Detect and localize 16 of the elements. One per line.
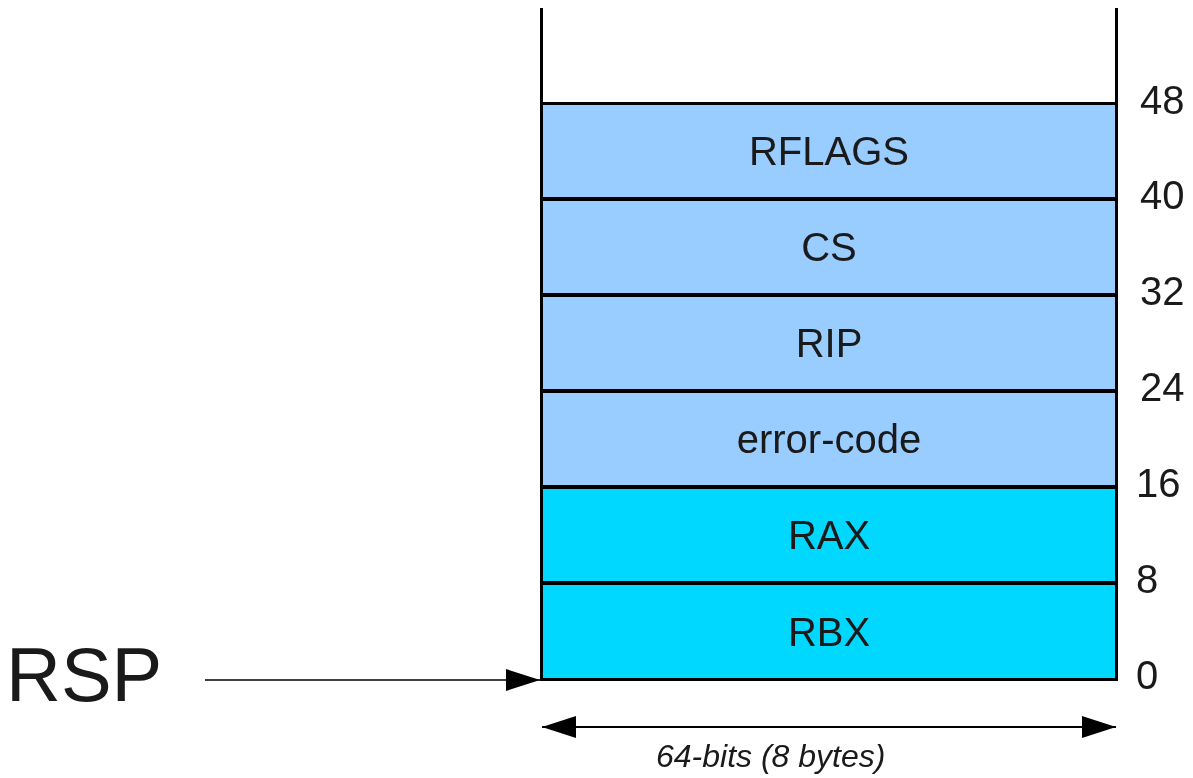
offset-number: 24 [1140, 367, 1185, 407]
stack-slot: RBX [540, 582, 1118, 681]
offset-number: 32 [1140, 271, 1185, 311]
arrow [204, 669, 541, 691]
offset-number: 40 [1140, 175, 1185, 215]
dimension-label: 64-bits (8 bytes) [656, 740, 886, 772]
stack-slot: RFLAGS [540, 102, 1118, 200]
offset-number: 0 [1136, 655, 1159, 695]
stack-slot: CS [540, 198, 1118, 296]
stack-slot: RAX [540, 486, 1118, 584]
stack-slot: error-code [540, 390, 1118, 488]
register-label: RSP [6, 630, 202, 720]
offset-number: 48 [1140, 80, 1185, 120]
stack-slot: RIP [540, 294, 1118, 392]
offset-number: 8 [1136, 559, 1159, 599]
offset-number: 16 [1136, 463, 1181, 503]
